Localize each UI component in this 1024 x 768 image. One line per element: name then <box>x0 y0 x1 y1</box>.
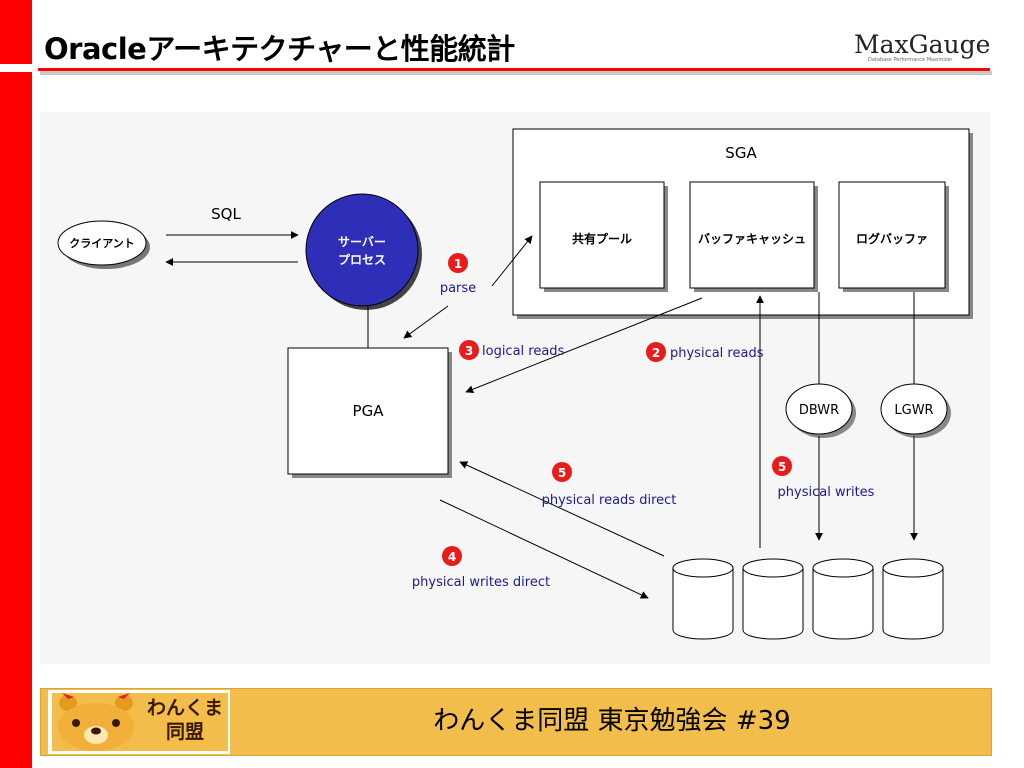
disk-2 <box>742 558 804 640</box>
left-accent-bar <box>0 0 32 768</box>
step-number-logical-reads: 3 <box>465 344 473 358</box>
client-node <box>57 220 150 269</box>
disk-4 <box>882 558 944 640</box>
log-buffer-box <box>838 181 949 292</box>
bear-mascot-icon <box>58 693 134 751</box>
buffer-cache-box <box>689 181 818 292</box>
step-badge-physical-reads-direct <box>552 462 572 482</box>
left-accent-gap <box>0 64 32 72</box>
log-buffer-label: ログバッファ <box>856 231 928 246</box>
wankuma-logo-line2: 同盟 <box>165 721 204 743</box>
step-label-physical-writes: physical writes <box>778 485 875 500</box>
buffer-cache-label: バッファキャッシュ <box>698 232 806 246</box>
step-badge-parse <box>448 253 468 273</box>
step-label-physical-writes-direct: physical writes direct <box>412 575 550 590</box>
disk-1 <box>672 558 734 640</box>
footer-event-title: わんくま同盟 東京勉強会 #39 <box>433 706 791 736</box>
pga-label: PGA <box>353 402 385 420</box>
step-number-physical-reads-direct: 5 <box>558 466 566 480</box>
step-badge-physical-writes-direct <box>442 546 462 566</box>
step-number-physical-writes: 5 <box>778 460 786 474</box>
step-badge-physical-reads <box>646 342 666 362</box>
logical-reads-arrow <box>465 297 703 394</box>
physical-reads-direct-arrow <box>459 461 665 557</box>
sga-label: SGA <box>725 144 757 162</box>
title-rule-shadow <box>40 71 992 75</box>
disk-3 <box>812 558 874 640</box>
title-rule <box>38 68 990 71</box>
lgwr-node <box>880 383 951 438</box>
shared-pool-label: 共有プール <box>572 231 632 246</box>
server-process-label-line2: プロセス <box>338 252 386 267</box>
step-badge-physical-writes <box>772 456 792 476</box>
step-label-logical-reads: logical reads <box>482 344 565 359</box>
sql-label: SQL <box>211 205 241 223</box>
server-process-node <box>305 193 422 310</box>
client-label: クライアント <box>69 237 135 250</box>
parse-arrow-to-pga <box>403 305 449 339</box>
step-number-parse: 1 <box>454 257 462 271</box>
step-number-physical-reads: 2 <box>652 346 660 360</box>
maxgauge-logo-tagline: Database Performance Maximizer <box>868 57 953 63</box>
slide-title: Oracleアーキテクチャーと性能統計 <box>44 32 515 66</box>
step-badge-logical-reads <box>459 340 479 360</box>
dbwr-label: DBWR <box>799 403 839 418</box>
shared-pool-box <box>539 181 668 292</box>
lgwr-label: LGWR <box>894 403 933 418</box>
physical-writes-direct-arrow <box>439 499 649 599</box>
server-process-label-line1: サーバー <box>338 235 386 249</box>
parse-arrow-to-shared-pool <box>491 235 533 287</box>
maxgauge-logo: MaxGauge <box>854 30 991 59</box>
wankuma-logo-line1: わんくま <box>146 697 223 719</box>
step-label-physical-reads: physical reads <box>670 346 764 361</box>
step-label-parse: parse <box>440 281 476 296</box>
wankuma-logo-text: わんくま 同盟 <box>140 696 230 744</box>
pga-box <box>287 347 452 478</box>
step-label-physical-reads-direct: physical reads direct <box>542 493 677 508</box>
dbwr-node <box>785 383 856 438</box>
step-number-physical-writes-direct: 4 <box>448 550 456 564</box>
